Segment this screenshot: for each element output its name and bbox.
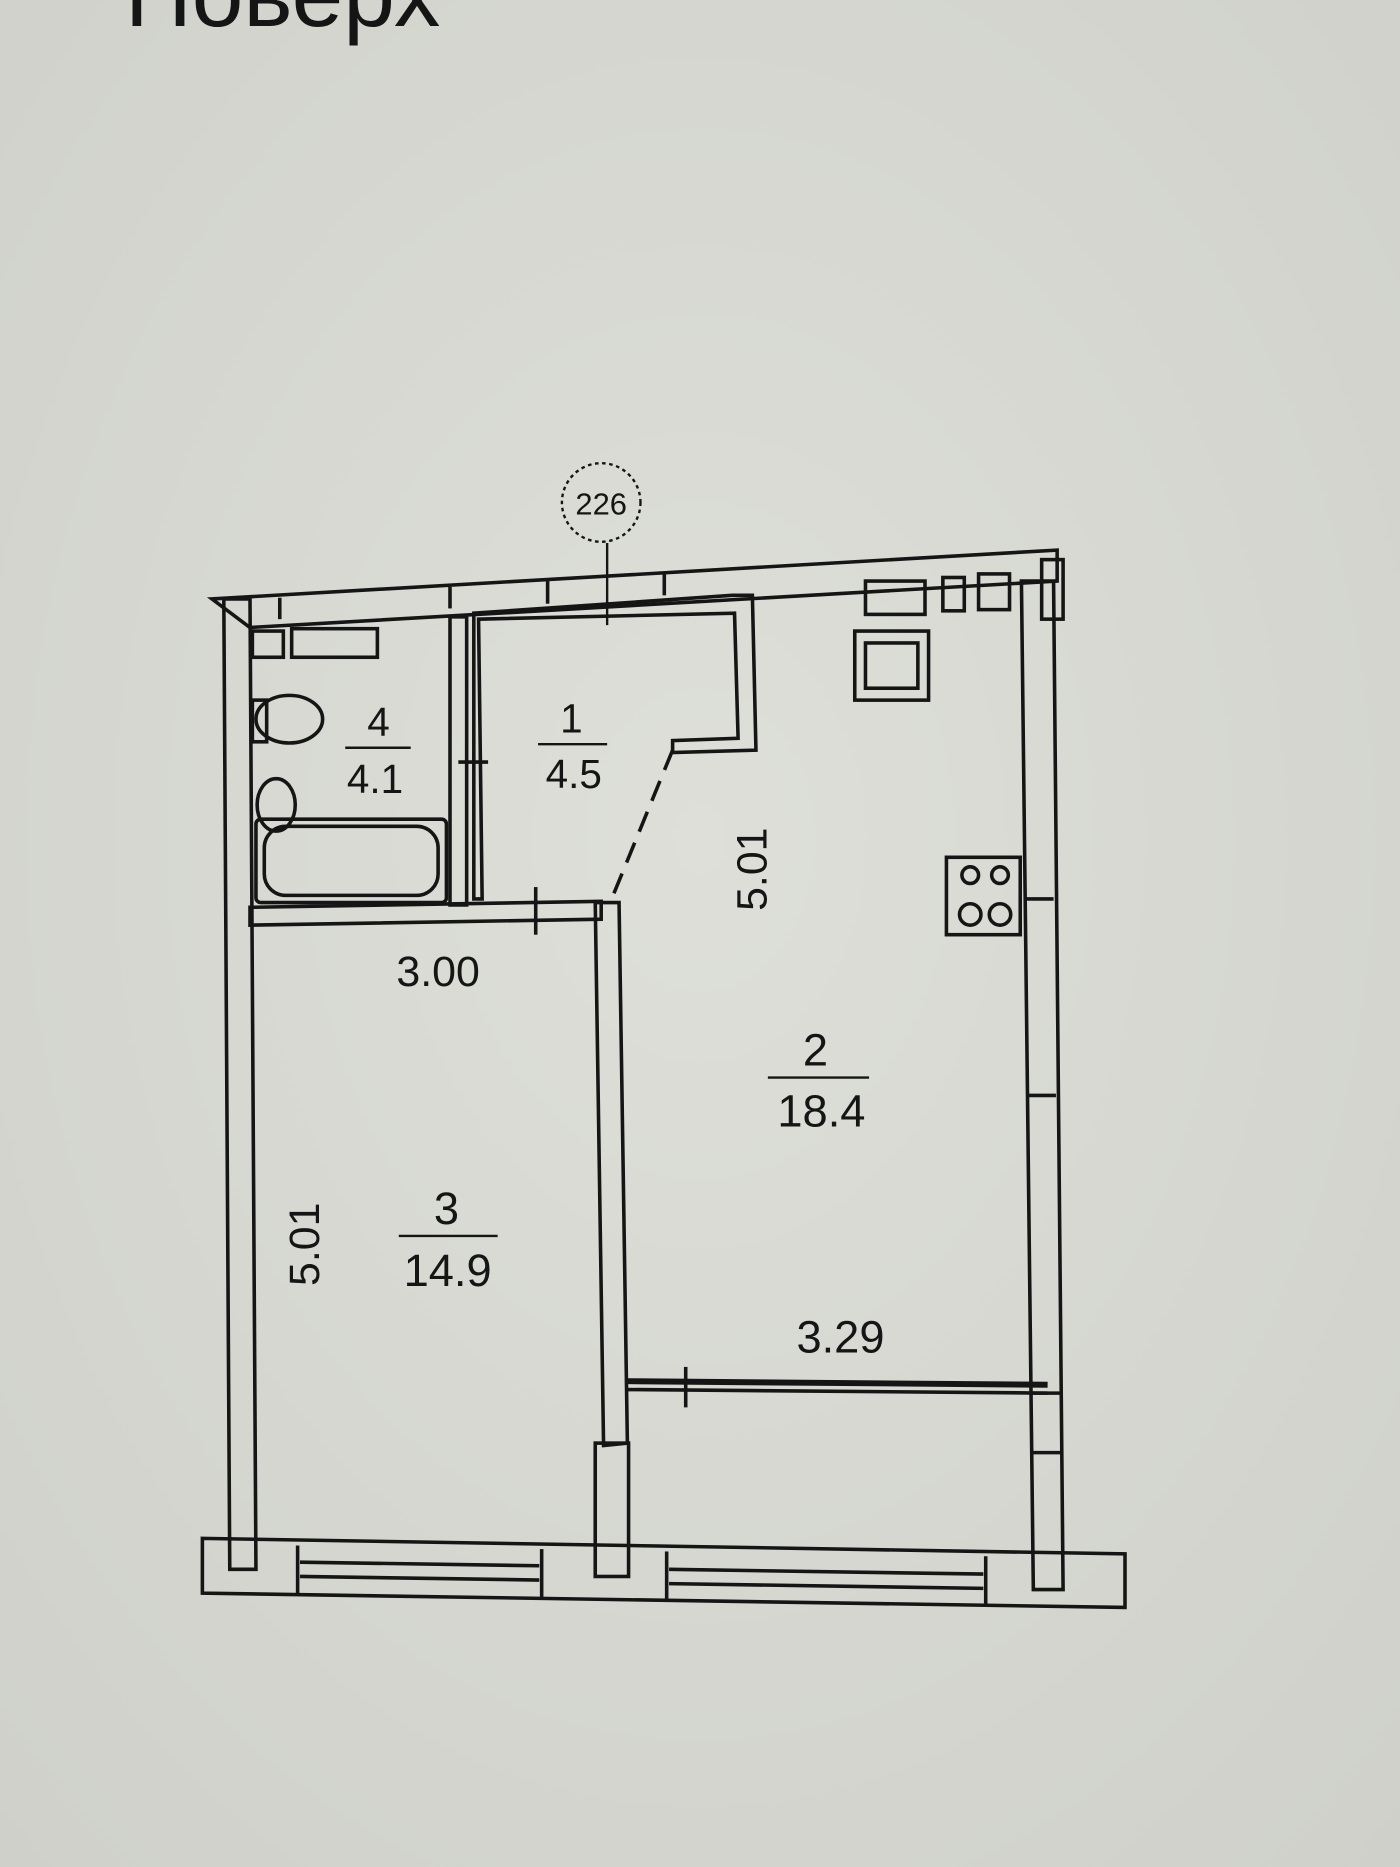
fridge-icon: [852, 629, 931, 702]
room-area: 4.1: [347, 756, 403, 802]
room-number: 2: [803, 1025, 828, 1076]
room-area: 4.5: [546, 751, 602, 797]
toilet-icon: [254, 693, 325, 745]
page-title: Поверх: [125, 0, 440, 46]
walls: [200, 548, 1127, 1610]
bidet-icon: [255, 776, 298, 833]
axis-marker-label: 226: [575, 486, 627, 521]
bathtub-icon: [254, 817, 449, 905]
dimension-bedroom-width: 3.00: [396, 948, 479, 996]
sink-icon: [250, 629, 286, 660]
room-number: 3: [434, 1183, 459, 1234]
dimension-kitchen-width: 3.29: [796, 1312, 884, 1363]
dimension-bedroom-height: 5.01: [281, 1203, 329, 1286]
stove-icon: [944, 855, 1023, 937]
dimension-kitchen-height: 5.01: [729, 827, 777, 910]
axis-marker: 226: [560, 461, 642, 626]
room-3-label: 3 14.9: [398, 1183, 498, 1296]
room-1-label: 1 4.5: [538, 695, 608, 797]
fixtures: [250, 572, 1023, 937]
washer-icon: [289, 626, 380, 660]
room-number: 1: [560, 695, 583, 741]
room-area: 18.4: [777, 1085, 865, 1136]
room-2-label: 2 18.4: [767, 1025, 870, 1136]
room-number: 4: [367, 699, 390, 745]
room-area: 14.9: [404, 1245, 492, 1296]
kitchen-sink-icon: [863, 579, 927, 617]
room-4-label: 4 4.1: [345, 699, 411, 802]
